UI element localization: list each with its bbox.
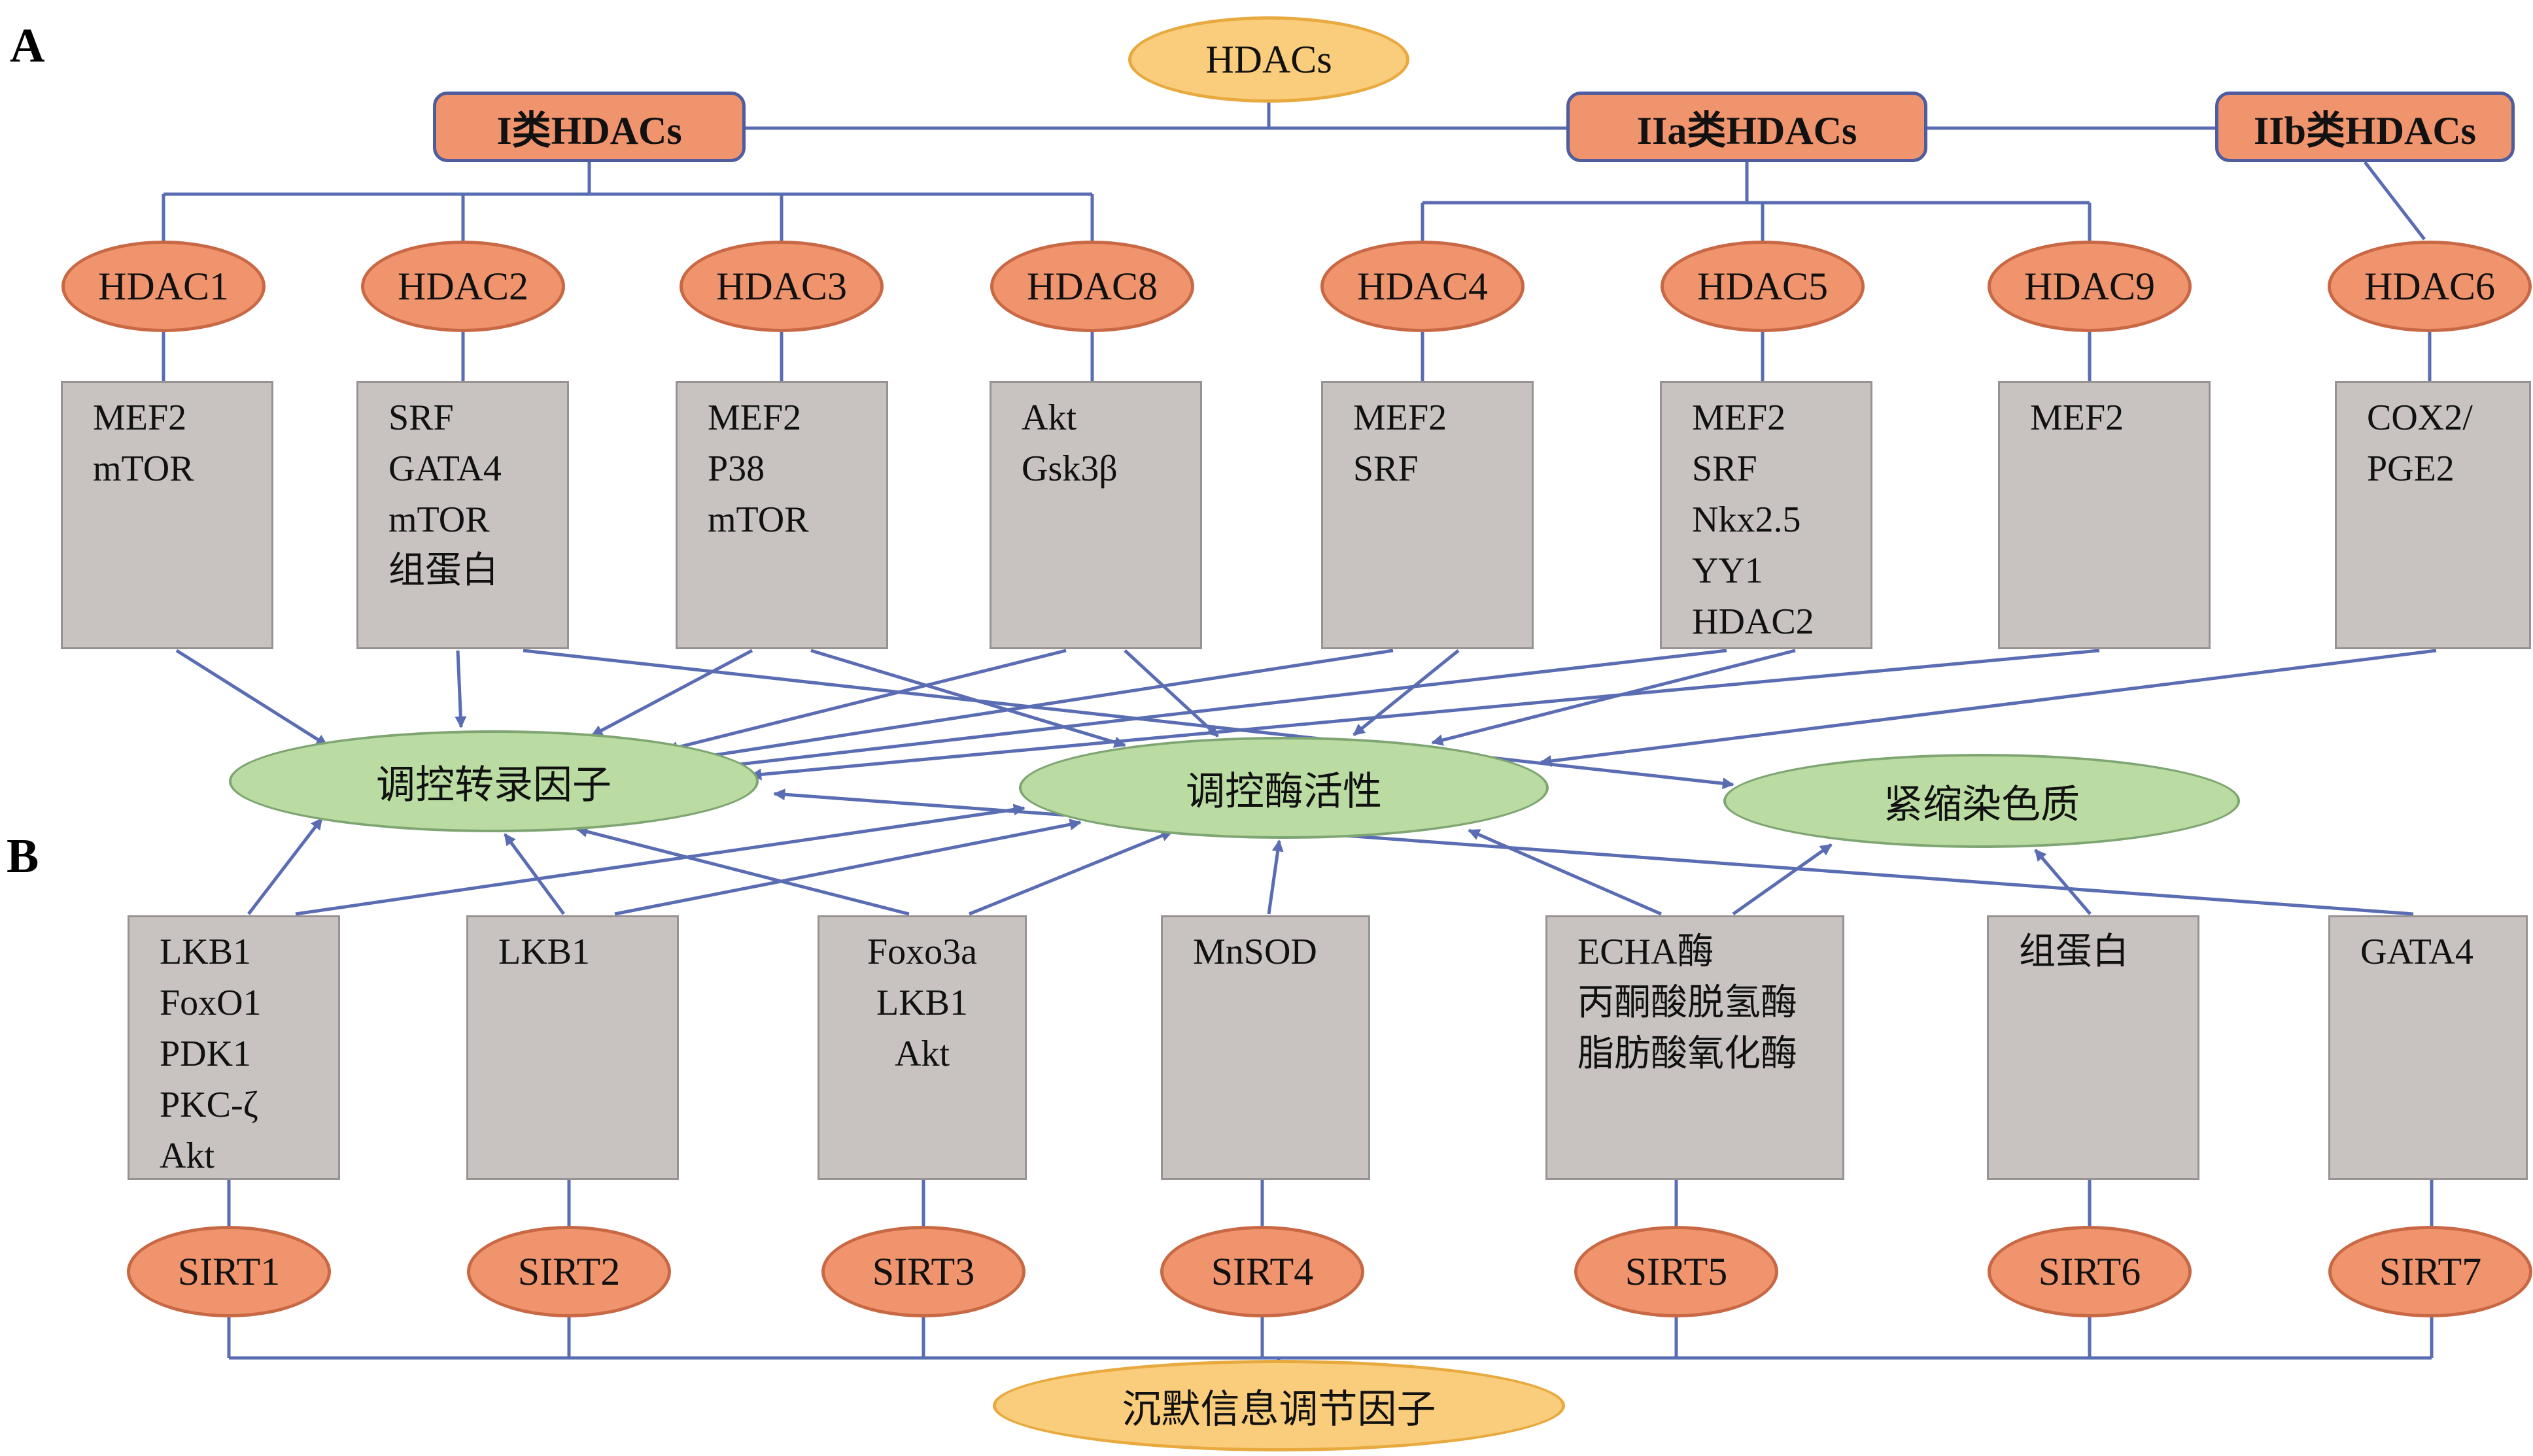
function-enzyme-activity: 调控酶活性 bbox=[1019, 737, 1549, 839]
target-item: Akt bbox=[160, 1136, 215, 1176]
hdac9-node: HDAC9 bbox=[1988, 241, 2192, 332]
target-item: MEF2 bbox=[2030, 398, 2124, 438]
target-item: GATA4 bbox=[2360, 932, 2473, 972]
target-item: P38 bbox=[708, 449, 765, 489]
target-item: Akt bbox=[895, 1034, 950, 1074]
target-item: GATA4 bbox=[388, 449, 502, 489]
hdac1-targets-box: MEF2 mTOR bbox=[61, 381, 273, 649]
sirt1-targets-box: LKB1 FoxO1 PDK1 PKC-ζ Akt bbox=[128, 915, 340, 1180]
effect-arrows bbox=[175, 649, 2437, 916]
function-transcription-factors: 调控转录因子 bbox=[229, 730, 759, 832]
sirtuin-family-node: 沉默信息调节因子 bbox=[993, 1360, 1565, 1451]
class-iib-hdacs-node: IIb类HDACs bbox=[2215, 92, 2515, 162]
target-item: mTOR bbox=[708, 499, 809, 540]
hdacs-family-label: HDACs bbox=[1205, 37, 1332, 81]
target-item: LKB1 bbox=[876, 983, 968, 1023]
hdac1-node: HDAC1 bbox=[61, 241, 266, 332]
hdac8-targets-box: Akt Gsk3β bbox=[990, 381, 1202, 649]
target-item: PDK1 bbox=[160, 1034, 252, 1074]
hdac4-node: HDAC4 bbox=[1320, 241, 1525, 332]
hdac3-targets-box: MEF2 P38 mTOR bbox=[676, 381, 888, 649]
target-item: 脂肪酸氧化酶 bbox=[1577, 1034, 1797, 1074]
class-i-hdacs-node: I类HDACs bbox=[433, 92, 746, 162]
target-item: MEF2 bbox=[708, 398, 802, 438]
hdac6-targets-box: COX2/ PGE2 bbox=[2335, 381, 2531, 649]
target-item: 组蛋白 bbox=[2019, 932, 2129, 972]
panel-b-label: B bbox=[7, 830, 39, 883]
target-item: Foxo3a bbox=[867, 932, 977, 972]
hdac8-node: HDAC8 bbox=[990, 241, 1194, 332]
target-item: FoxO1 bbox=[160, 983, 262, 1023]
target-item: mTOR bbox=[388, 499, 490, 540]
sirt2-node: SIRT2 bbox=[467, 1226, 671, 1317]
sirt1-node: SIRT1 bbox=[127, 1226, 331, 1317]
class-i-hdacs-label: I类HDACs bbox=[496, 109, 682, 152]
sirt2-targets-box: LKB1 bbox=[466, 915, 679, 1180]
sirt4-targets-box: MnSOD bbox=[1161, 915, 1370, 1180]
target-item: MnSOD bbox=[1193, 932, 1317, 972]
hdac2-targets-box: SRF GATA4 mTOR 组蛋白 bbox=[356, 381, 569, 649]
hdac9-targets-box: MEF2 bbox=[1998, 381, 2211, 649]
hdac3-node: HDAC3 bbox=[680, 241, 884, 332]
target-item: PGE2 bbox=[2367, 449, 2455, 489]
target-item: 丙酮酸脱氢酶 bbox=[1577, 983, 1797, 1023]
target-item: Akt bbox=[1022, 398, 1077, 438]
target-item: MEF2 bbox=[1692, 398, 1786, 438]
sirt4-node: SIRT4 bbox=[1160, 1226, 1364, 1317]
target-item: YY1 bbox=[1692, 550, 1763, 591]
class-iia-hdacs-node: IIa类HDACs bbox=[1566, 92, 1927, 162]
hdac5-node: HDAC5 bbox=[1661, 241, 1865, 332]
sirt6-node: SIRT6 bbox=[1988, 1226, 2192, 1317]
class-iia-hdacs-label: IIa类HDACs bbox=[1636, 109, 1857, 152]
target-item: SRF bbox=[1353, 449, 1419, 489]
target-item: MEF2 bbox=[93, 398, 187, 438]
hdac2-node: HDAC2 bbox=[361, 241, 565, 332]
target-item: Gsk3β bbox=[1022, 449, 1118, 489]
hdacs-family-node: HDACs bbox=[1128, 16, 1409, 103]
target-item: SRF bbox=[388, 398, 454, 438]
target-item: HDAC2 bbox=[1692, 601, 1814, 642]
class-iib-hdacs-label: IIb类HDACs bbox=[2253, 109, 2477, 152]
tree-connectors bbox=[162, 103, 2434, 1364]
target-item: ECHA酶 bbox=[1577, 932, 1714, 972]
target-item: mTOR bbox=[93, 449, 194, 489]
target-item: PKC-ζ bbox=[160, 1085, 258, 1125]
sirt5-node: SIRT5 bbox=[1574, 1226, 1778, 1317]
sirt3-node: SIRT3 bbox=[821, 1226, 1025, 1317]
sirt7-node: SIRT7 bbox=[2328, 1226, 2532, 1317]
sirt5-targets-box: ECHA酶 丙酮酸脱氢酶 脂肪酸氧化酶 bbox=[1545, 915, 1844, 1180]
target-item: MEF2 bbox=[1353, 398, 1447, 438]
target-item: LKB1 bbox=[498, 932, 590, 972]
target-item: LKB1 bbox=[160, 932, 251, 972]
function-chromatin-compaction: 紧缩染色质 bbox=[1723, 754, 2240, 848]
panel-a-label: A bbox=[10, 19, 45, 73]
target-item: COX2/ bbox=[2367, 398, 2473, 438]
hdac5-targets-box: MEF2 SRF Nkx2.5 YY1 HDAC2 bbox=[1660, 381, 1872, 649]
sirt3-targets-box: Foxo3a LKB1 Akt bbox=[818, 915, 1027, 1180]
sirtuin-family-label: 沉默信息调节因子 bbox=[1122, 1387, 1436, 1431]
target-item: 组蛋白 bbox=[388, 550, 498, 591]
target-item: Nkx2.5 bbox=[1692, 499, 1801, 540]
hdac4-targets-box: MEF2 SRF bbox=[1321, 381, 1534, 649]
sirt7-targets-box: GATA4 bbox=[2328, 915, 2528, 1180]
hdac6-node: HDAC6 bbox=[2328, 241, 2532, 332]
sirt6-targets-box: 组蛋白 bbox=[1987, 915, 2199, 1180]
target-item: SRF bbox=[1692, 449, 1757, 489]
